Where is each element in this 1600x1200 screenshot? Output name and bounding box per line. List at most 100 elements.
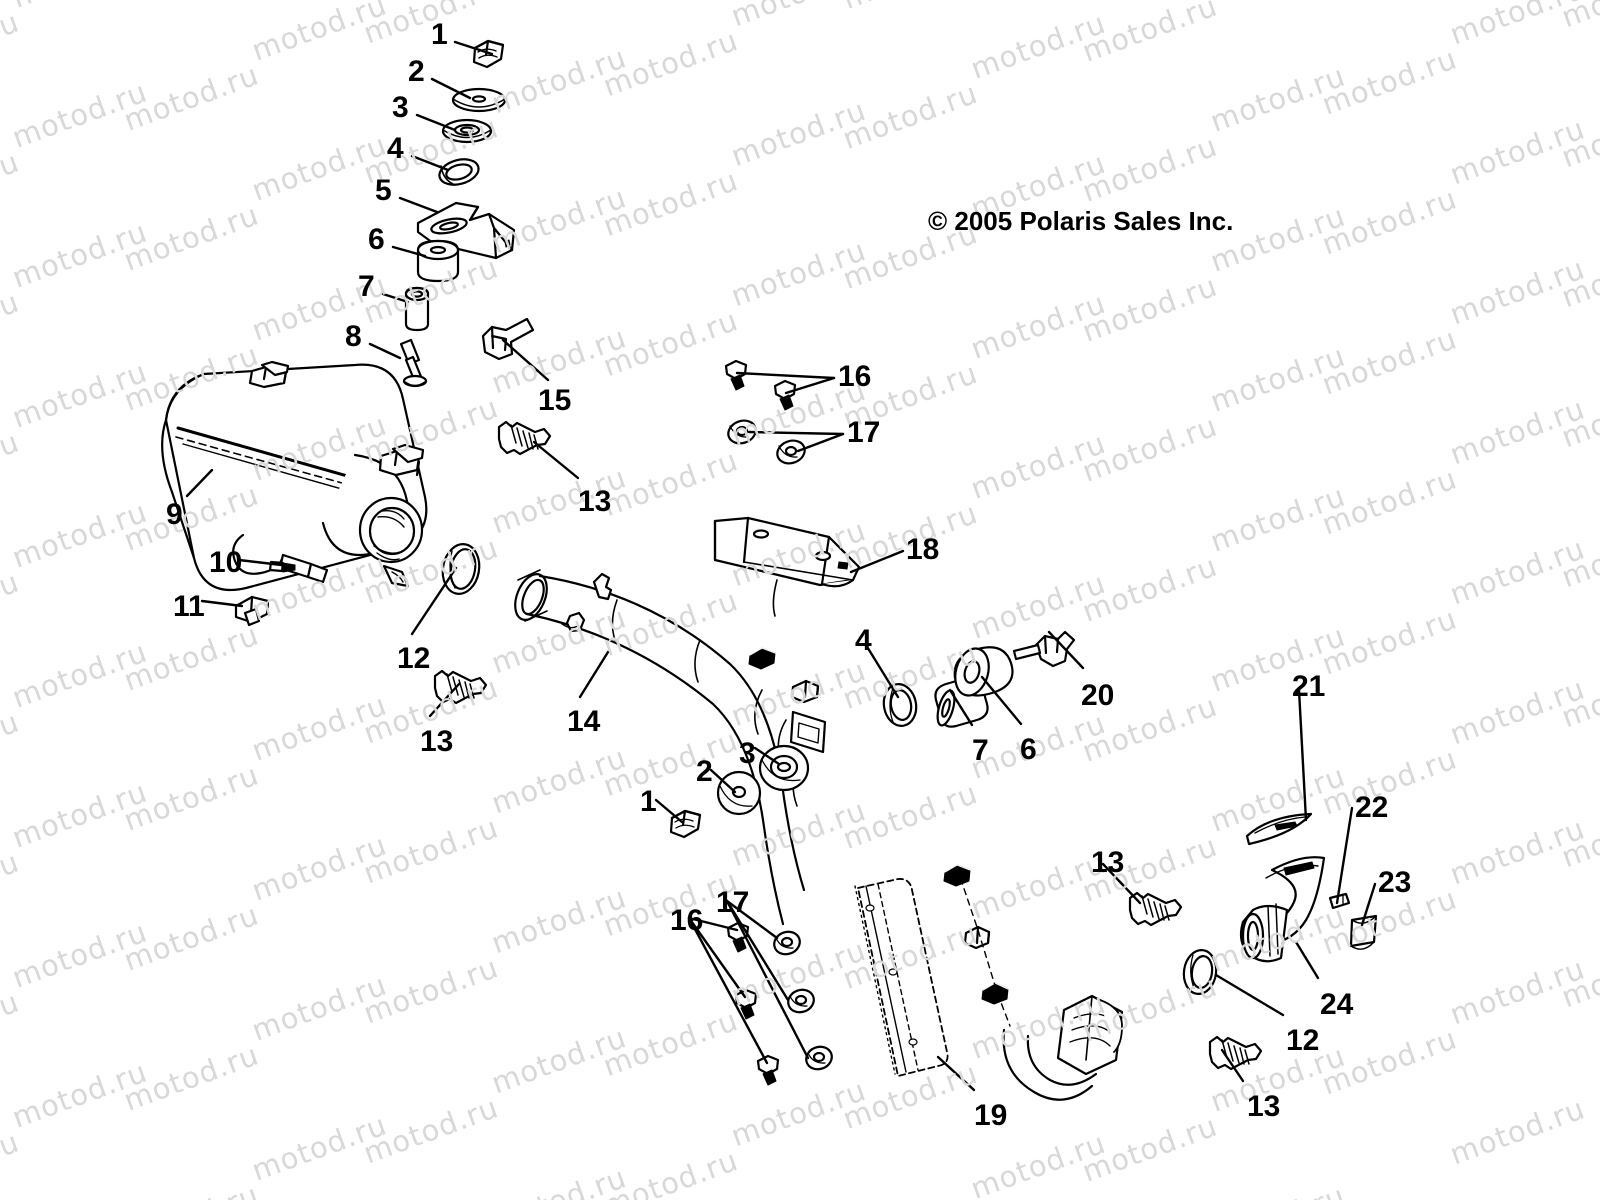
callout-number-4[interactable]: 4 (855, 624, 872, 657)
part-bolt-20 (1012, 630, 1076, 668)
leader-line-20 (1047, 630, 1085, 670)
leader-line-16 (735, 371, 836, 380)
part-shoulder-screw (399, 338, 428, 388)
callout-number-13[interactable]: 13 (1247, 1090, 1281, 1123)
callout-number-12[interactable]: 12 (1286, 1024, 1320, 1057)
leader-line-16 (687, 916, 769, 1065)
callout-number-18[interactable]: 18 (906, 533, 940, 566)
leader-line-3 (415, 113, 457, 132)
callout-number-2[interactable]: 2 (696, 755, 713, 788)
leader-line-12 (1214, 973, 1285, 1017)
callout-number-3[interactable]: 3 (739, 737, 756, 770)
part-heat-shield-19 (854, 878, 949, 1077)
leader-line-1 (654, 798, 684, 824)
part-grommet-top (438, 158, 480, 186)
callout-number-7[interactable]: 7 (358, 270, 375, 303)
callout-number-15[interactable]: 15 (538, 384, 572, 417)
leader-line-4 (410, 154, 450, 172)
callout-number-22[interactable]: 22 (1355, 791, 1389, 824)
part-washer-2-mid (716, 770, 762, 816)
leader-line-17 (725, 899, 810, 1060)
leader-line-17 (747, 430, 845, 436)
leader-line-17 (796, 432, 845, 453)
callout-number-13[interactable]: 13 (578, 485, 612, 518)
part-grommet-mid (882, 683, 918, 727)
part-pin-22 (1328, 892, 1351, 910)
callout-number-17[interactable]: 17 (847, 416, 881, 449)
part-bushing-23 (1349, 914, 1378, 950)
callout-number-4[interactable]: 4 (387, 132, 404, 165)
leader-line-14 (578, 650, 610, 699)
callout-number-9[interactable]: 9 (166, 498, 183, 531)
leader-line-17 (725, 899, 790, 1002)
callout-number-11[interactable]: 11 (173, 590, 205, 623)
leader-line-6 (980, 675, 1023, 726)
leader-line-5 (398, 196, 439, 214)
callout-number-19[interactable]: 19 (974, 1099, 1008, 1132)
callout-number-23[interactable]: 23 (1378, 866, 1412, 899)
part-washers-17-upper (727, 419, 806, 465)
part-flat-washer-top (451, 87, 507, 113)
leader-line-18 (849, 549, 905, 574)
callout-number-12[interactable]: 12 (397, 642, 431, 675)
callout-number-8[interactable]: 8 (345, 320, 362, 353)
callout-number-5[interactable]: 5 (375, 174, 392, 207)
part-screws-16-upper (724, 359, 797, 411)
callout-number-21[interactable]: 21 (1292, 670, 1326, 703)
callout-number-13[interactable]: 13 (420, 725, 454, 758)
callout-number-3[interactable]: 3 (392, 91, 409, 124)
leader-line-21 (1297, 688, 1308, 822)
callout-number-10[interactable]: 10 (209, 546, 243, 579)
callout-number-17[interactable]: 17 (716, 886, 750, 919)
leader-line-16 (784, 376, 836, 395)
leader-line-16 (687, 916, 739, 932)
part-spring-13-mid (1128, 891, 1183, 927)
leader-line-7 (381, 292, 410, 304)
leader-line-22 (1335, 806, 1354, 905)
leader-line-3 (753, 746, 781, 766)
part-gasket-12-right (1182, 949, 1218, 995)
leader-line-9 (185, 468, 214, 498)
callout-leader-lines (185, 40, 1377, 1092)
callout-number-1[interactable]: 1 (431, 18, 448, 51)
part-washers-17-lower (773, 930, 833, 1071)
callout-number-20[interactable]: 20 (1081, 679, 1115, 712)
leader-line-1 (453, 40, 494, 56)
callout-number-14[interactable]: 14 (567, 705, 601, 738)
part-isolator-mid (953, 646, 1014, 697)
leader-line-7 (948, 688, 974, 727)
part-spring-13-upper (497, 420, 552, 456)
leader-line-15 (501, 338, 550, 382)
callout-number-16[interactable]: 16 (838, 360, 872, 393)
leader-line-10 (237, 558, 292, 568)
callout-number-6[interactable]: 6 (368, 223, 385, 256)
leader-line-4 (864, 643, 900, 699)
part-gasket-12-left (441, 543, 481, 595)
callout-number-1[interactable]: 1 (640, 785, 657, 818)
leader-line-19 (936, 1055, 976, 1092)
leader-line-13 (532, 440, 580, 480)
leader-line-2 (709, 768, 737, 794)
callout-number-6[interactable]: 6 (1020, 733, 1037, 766)
leader-line-16 (687, 916, 747, 999)
part-muffler-body (161, 360, 428, 592)
callout-number-24[interactable]: 24 (1320, 988, 1354, 1021)
leader-line-17 (725, 899, 779, 940)
part-flange-bolt-15 (481, 317, 535, 361)
part-manifold-24 (1239, 856, 1326, 963)
part-spring-13-lower (1208, 1035, 1263, 1071)
leader-line-13 (428, 682, 461, 718)
callout-number-16[interactable]: 16 (670, 904, 704, 937)
callout-number-2[interactable]: 2 (408, 55, 425, 88)
copyright-notice: © 2005 Polaris Sales Inc. (928, 206, 1234, 236)
part-spacer-sleeve-top (404, 286, 430, 332)
callout-number-7[interactable]: 7 (972, 734, 989, 767)
callout-number-13[interactable]: 13 (1091, 846, 1125, 879)
leader-line-13 (1101, 862, 1142, 905)
part-gasket-21 (1245, 812, 1313, 846)
leader-line-6 (391, 245, 427, 258)
part-exhaust-pipe-14 (514, 569, 1124, 1101)
part-isolator-top (416, 239, 460, 283)
leader-line-12 (410, 566, 458, 636)
